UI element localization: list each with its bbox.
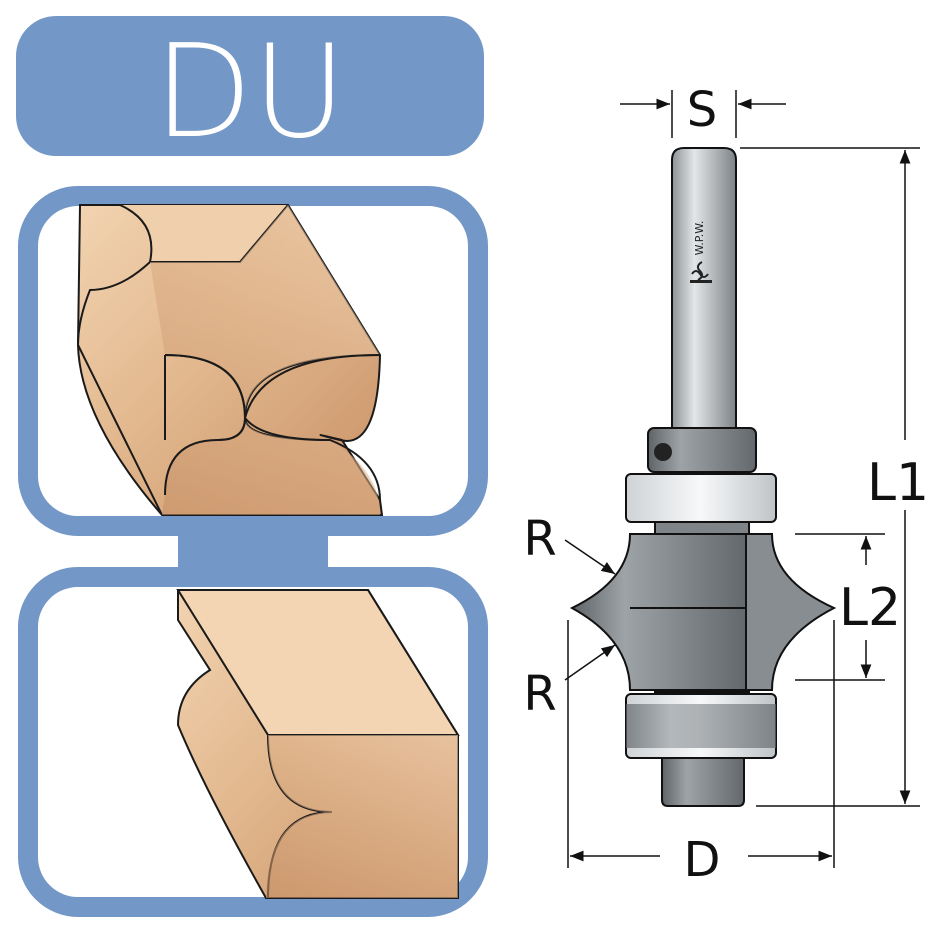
set-screw-icon — [654, 443, 672, 461]
dimension-label-r-bottom: R — [523, 666, 556, 722]
dimension-label-l2: L2 — [839, 578, 901, 638]
bearing-screw — [661, 757, 745, 807]
router-bit: W.P.W. — [569, 147, 837, 807]
lock-collar — [647, 427, 757, 473]
dimension-labels: S L1 L2 D R R — [523, 82, 929, 888]
dimension-label-r-top: R — [523, 511, 556, 567]
top-bearing — [625, 473, 777, 523]
title-banner: DU — [16, 16, 484, 167]
profile-panel-bottom — [18, 567, 488, 917]
dimension-lines — [564, 90, 920, 868]
dimension-label-d: D — [684, 832, 721, 888]
shank — [671, 147, 737, 431]
dimension-label-s: S — [687, 82, 717, 138]
product-code: DU — [154, 18, 346, 167]
cutting-blade-left — [569, 533, 747, 691]
brand-logo-icon — [690, 261, 712, 283]
cutting-blade-right — [745, 533, 837, 691]
dimension-label-l1: L1 — [867, 453, 929, 513]
brand-text: W.P.W. — [693, 221, 706, 256]
profile-panel-top — [18, 186, 488, 536]
title-banner-background — [16, 16, 484, 156]
wood-face-top — [80, 204, 289, 263]
